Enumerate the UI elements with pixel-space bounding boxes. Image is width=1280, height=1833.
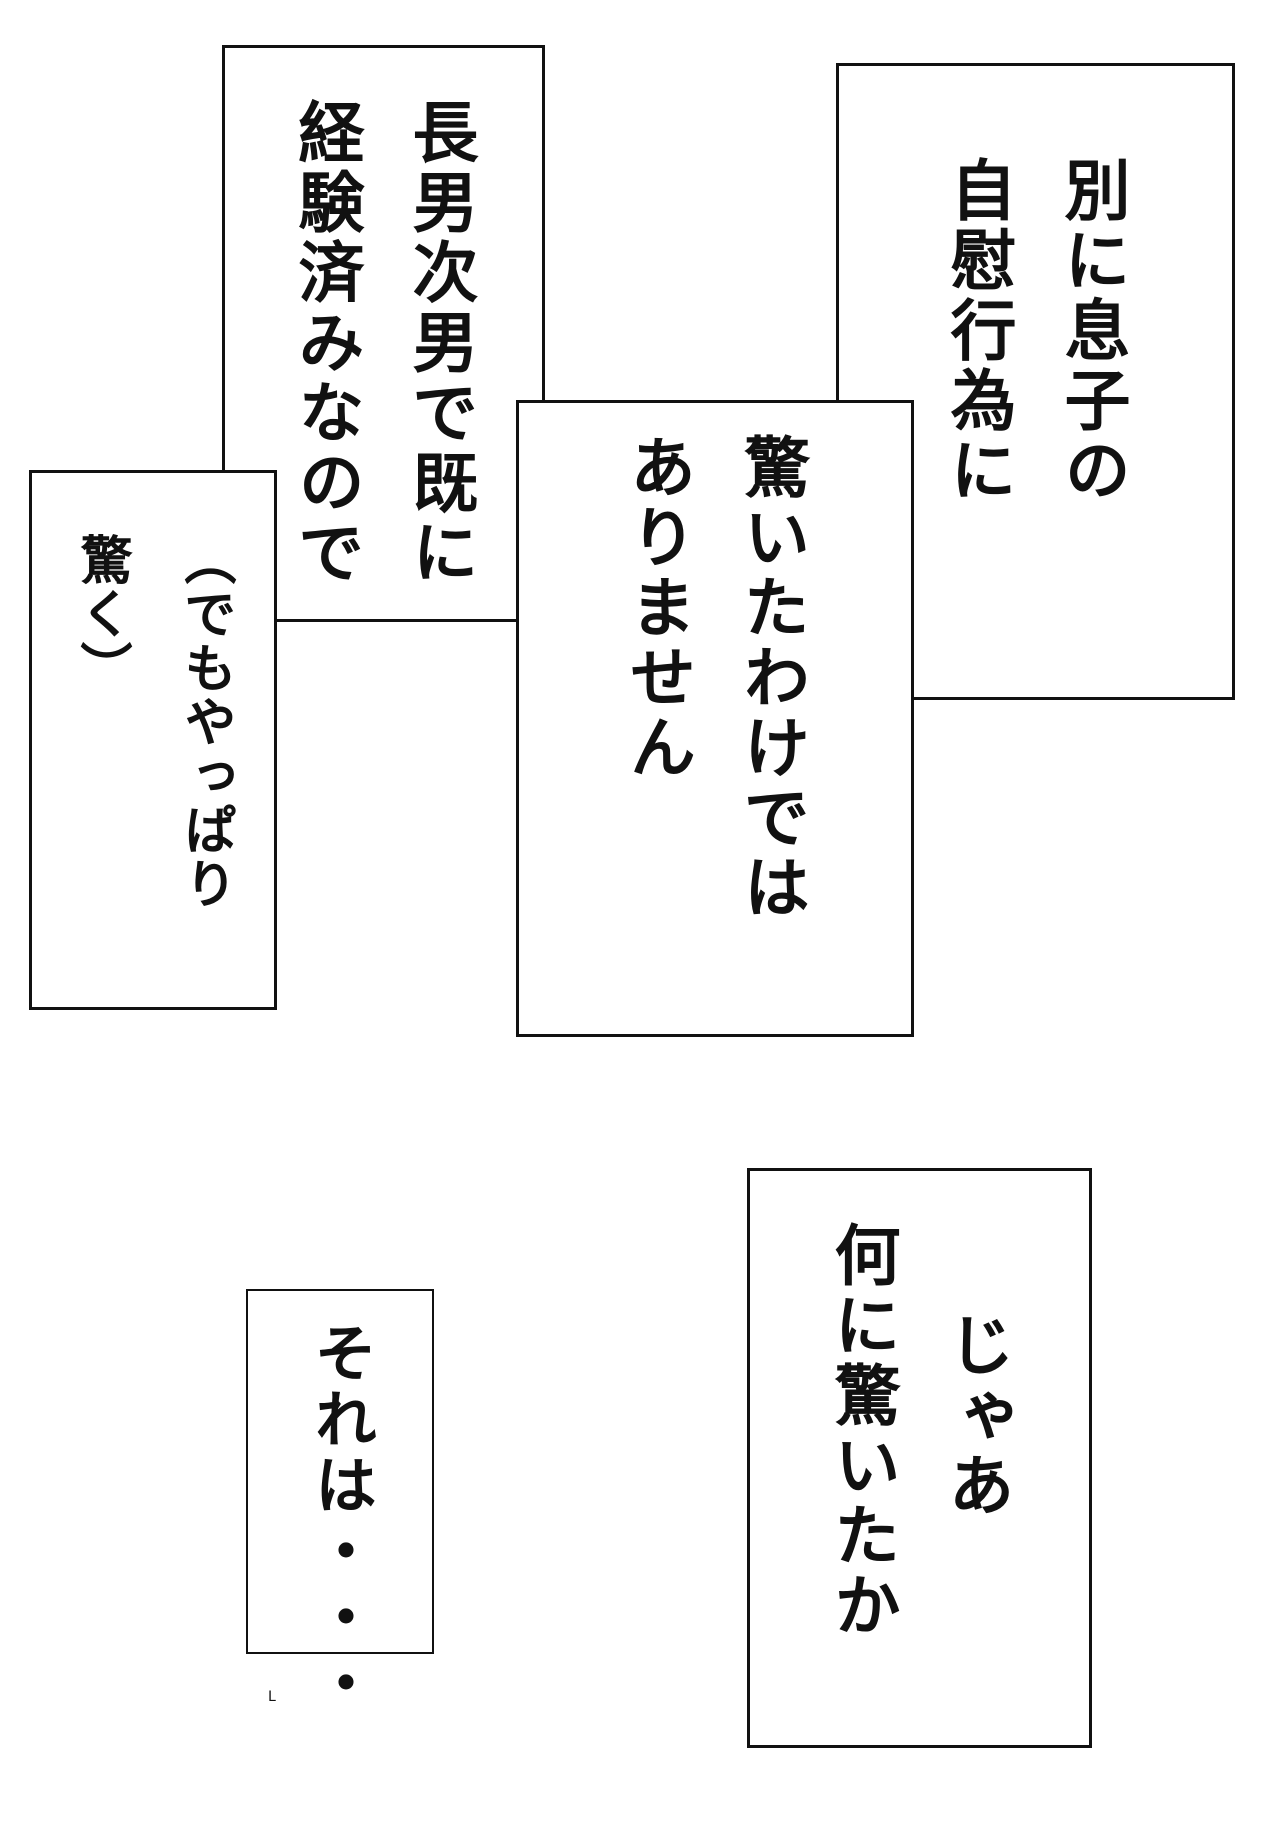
- caption-line: 何に驚いたか: [823, 1221, 902, 1641]
- caption-line: ありません: [619, 433, 697, 783]
- caption-line: 経験済みなので: [287, 98, 366, 588]
- caption-line: 長男次男で既に: [401, 98, 480, 588]
- caption-line: 別に息子の: [1053, 156, 1132, 506]
- caption-box-6: それは・・・: [246, 1289, 434, 1717]
- caption-box-4: （でもやっぱり 驚く）: [29, 470, 277, 1010]
- caption-line: じゃあ: [937, 1311, 1016, 1521]
- caption-line: 驚く）: [71, 533, 132, 695]
- caption-line: それは・・・: [304, 1321, 377, 1717]
- caption-line: （でもやっぱり: [175, 533, 236, 911]
- caption-line: 驚いたわけでは: [733, 433, 811, 923]
- caption-box-5: じゃあ 何に驚いたか: [747, 1168, 1092, 1748]
- caption-line: 自慰行為に: [939, 156, 1018, 506]
- caption-box-3: 驚いたわけでは ありません: [516, 400, 914, 1037]
- corner-mark: L: [268, 1689, 276, 1705]
